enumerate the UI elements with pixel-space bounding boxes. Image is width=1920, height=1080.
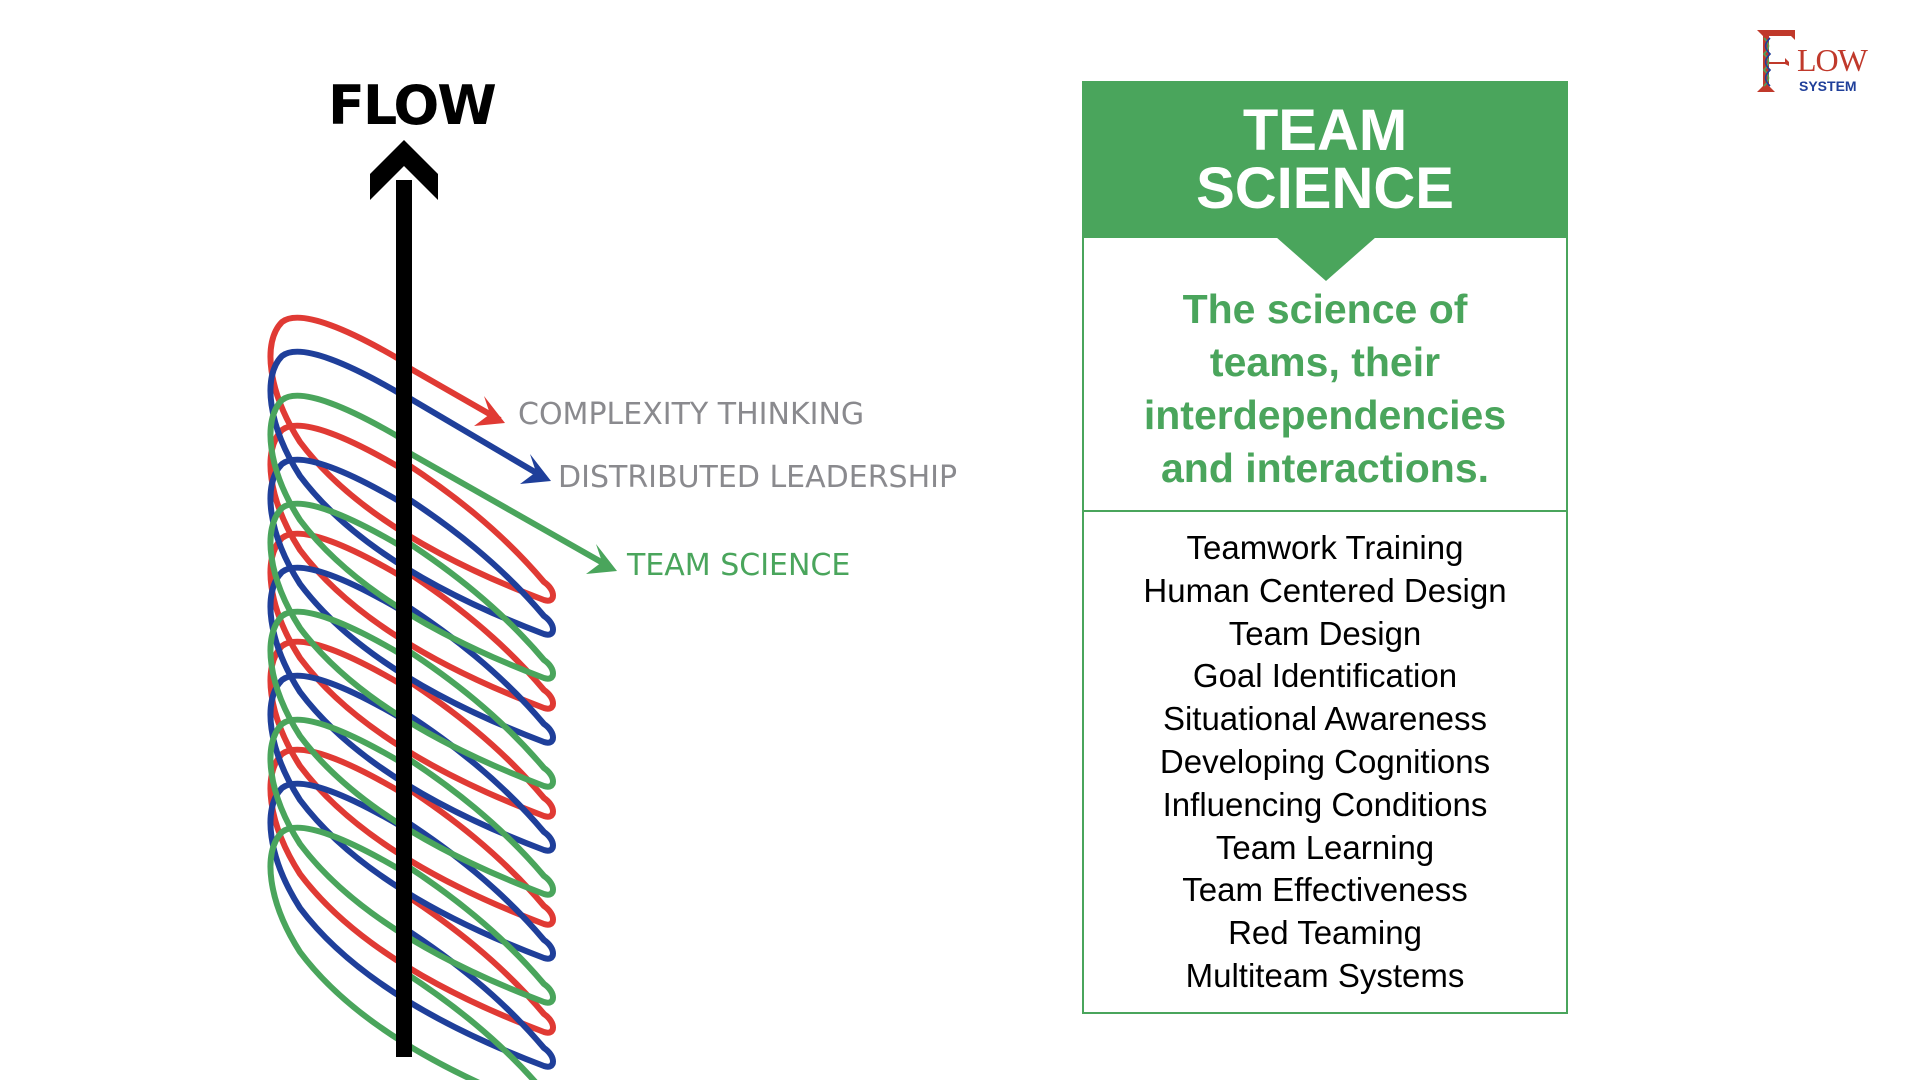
list-item: Red Teaming (1228, 914, 1422, 952)
list-item: Influencing Conditions (1162, 785, 1488, 823)
list-item: Developing Cognitions (1159, 742, 1491, 780)
panel-title-line-2: SCIENCE (1196, 155, 1454, 221)
logo-word: LOW (1797, 42, 1868, 78)
strand-arrows (402, 362, 617, 574)
up-arrow-icon (370, 140, 438, 1057)
practice-list: Teamwork Training Human Centered Design … (1082, 527, 1568, 998)
panel-pointer-icon (1276, 237, 1376, 281)
complexity-arrow-icon (402, 362, 502, 423)
panel-header: TEAM SCIENCE (1082, 81, 1568, 238)
logo-subword: SYSTEM (1799, 78, 1857, 94)
list-item: Team Learning (1215, 828, 1435, 866)
subtitle-line: and interactions. (1160, 445, 1490, 491)
list-item: Team Effectiveness (1182, 871, 1468, 909)
panel-divider (1082, 510, 1568, 512)
team-arrow-icon (402, 447, 612, 570)
flow-coil-diagram (267, 140, 617, 1080)
panel-title-line-1: TEAM (1242, 97, 1408, 163)
subtitle-line: teams, their (1209, 339, 1441, 385)
panel-subtitle: The science of teams, their interdepende… (1082, 283, 1568, 593)
panel-border (1082, 238, 1568, 1014)
list-item: Human Centered Design (1143, 571, 1507, 609)
distributed-arrow-icon (402, 392, 547, 481)
list-item: Multiteam Systems (1185, 956, 1465, 994)
list-item: Team Design (1228, 614, 1422, 652)
subtitle-line: The science of (1182, 286, 1468, 332)
flow-title: FLOW (328, 74, 497, 137)
label-complexity-thinking: COMPLEXITY THINKING (518, 397, 865, 432)
dna-helix-icon (1757, 30, 1795, 92)
label-team-science: TEAM SCIENCE (627, 548, 851, 583)
subtitle-line: interdependencies (1143, 392, 1507, 438)
list-item: Situational Awareness (1162, 700, 1488, 738)
label-distributed-leadership: DISTRIBUTED LEADERSHIP (558, 460, 958, 495)
flow-system-logo: LOW SYSTEM (1755, 28, 1875, 98)
team-science-panel: TEAM SCIENCE The science of teams, their… (1082, 81, 1568, 1016)
list-item: Goal Identification (1192, 657, 1458, 695)
list-item: Teamwork Training (1186, 529, 1464, 566)
